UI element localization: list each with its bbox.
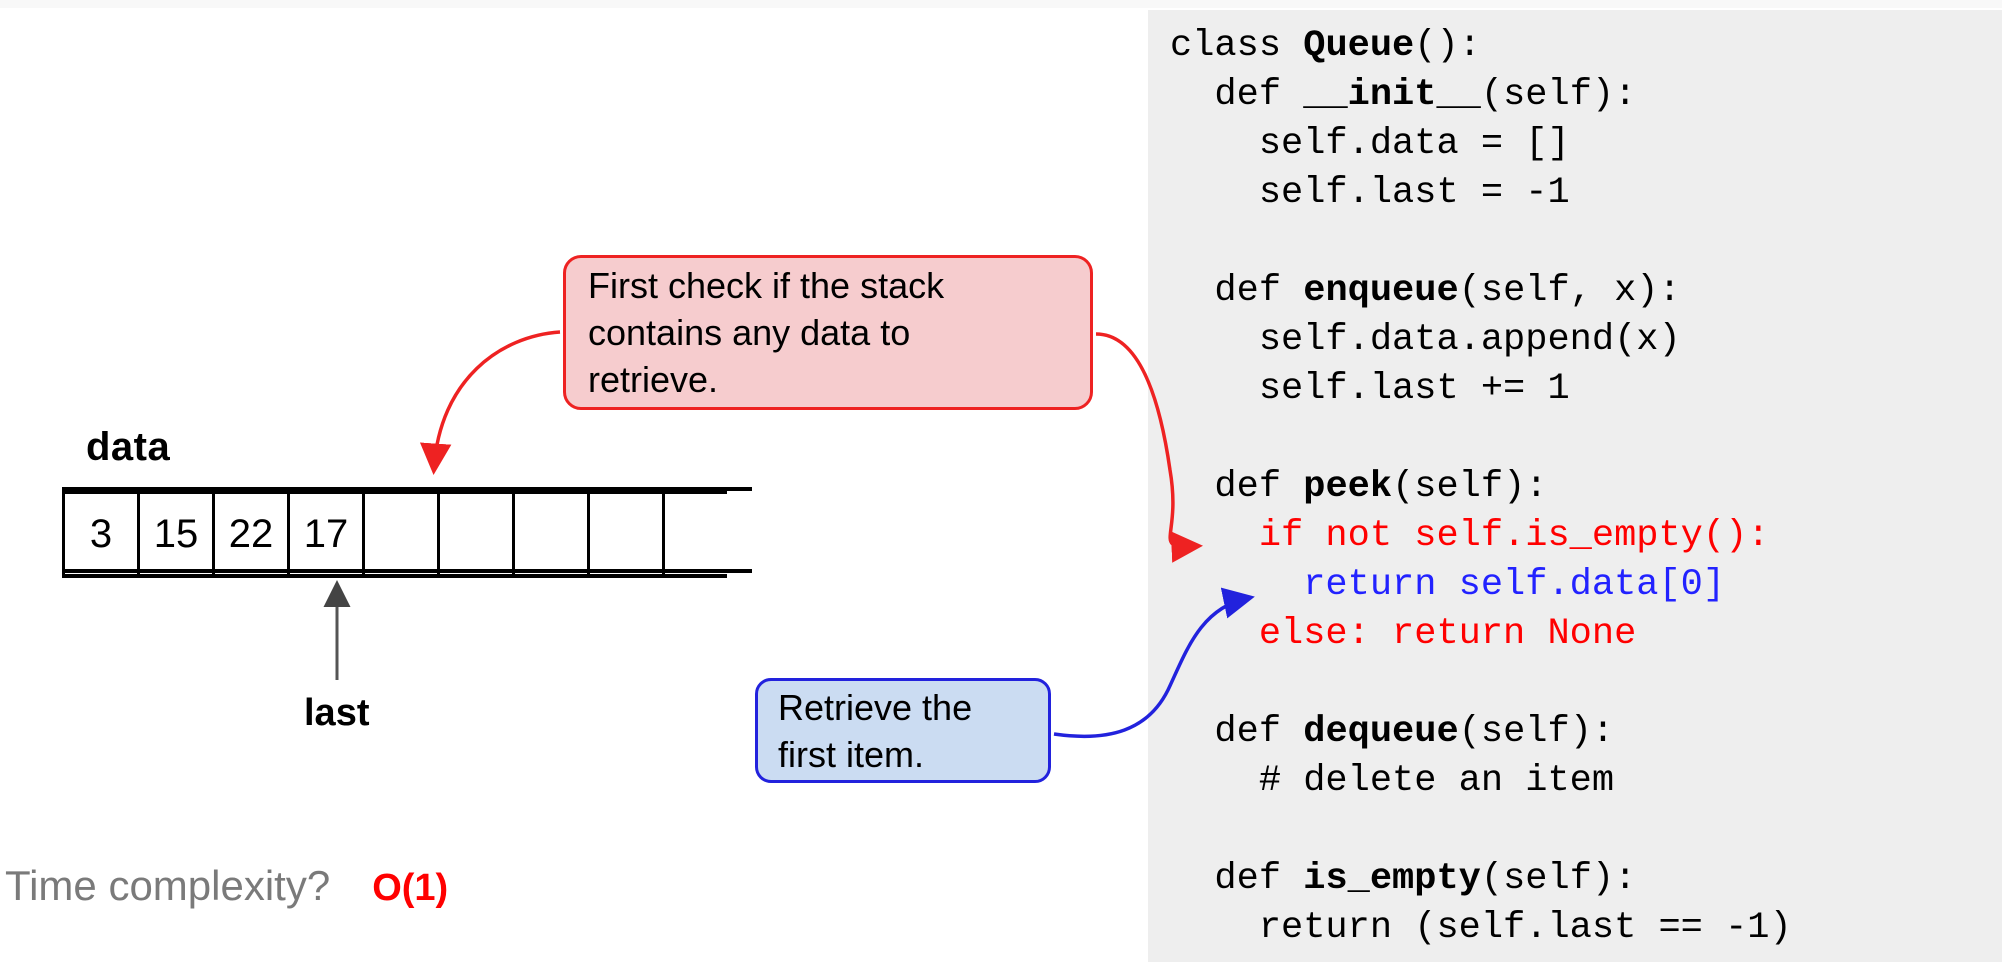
code-line — [1170, 806, 2002, 855]
code-token: (self, x): — [1458, 270, 1681, 312]
array-cell — [440, 494, 515, 574]
code-line: class Queue(): — [1170, 22, 2002, 71]
code-line — [1170, 659, 2002, 708]
code-line: def is_empty(self): — [1170, 855, 2002, 904]
code-token — [1170, 417, 1192, 459]
code-token: (self): — [1480, 74, 1637, 116]
code-line: def peek(self): — [1170, 463, 2002, 512]
arrow-pink-to-array — [419, 330, 561, 475]
callout-line: first item. — [778, 733, 925, 775]
code-token: (self): — [1458, 711, 1615, 753]
array-cell — [515, 494, 590, 574]
code-line: if not self.is_empty(): — [1170, 512, 2002, 561]
code-token: Queue — [1303, 25, 1415, 67]
callout-line: Retrieve the — [778, 686, 973, 728]
array-cell: 3 — [65, 494, 140, 574]
code-line — [1170, 414, 2002, 463]
code-token: return (self.last == -1) — [1170, 907, 1792, 949]
time-complexity-question: Time complexity? — [5, 862, 331, 909]
code-token: def — [1170, 858, 1304, 900]
code-token: if not self.is_empty(): — [1170, 515, 1770, 557]
callout-line: retrieve. — [588, 359, 719, 400]
array-top-rule — [62, 487, 752, 491]
array-cell: 15 — [140, 494, 215, 574]
code-token: peek — [1303, 466, 1393, 508]
code-line: return self.data[0] — [1170, 561, 2002, 610]
code-token: __init__ — [1303, 74, 1481, 116]
code-line: self.data.append(x) — [1170, 316, 2002, 365]
code-line: def dequeue(self): — [1170, 708, 2002, 757]
code-token: return self.data[0] — [1170, 564, 1726, 606]
last-pointer-label: last — [304, 692, 370, 734]
footer: Time complexity? O(1) — [5, 862, 448, 910]
array-name-label: data — [86, 425, 171, 469]
code-token — [1170, 809, 1192, 851]
code-token: self.data.append(x) — [1170, 319, 1681, 361]
code-listing: class Queue(): def __init__(self): self.… — [1170, 22, 2002, 953]
callout-retrieve-first: Retrieve the first item. — [755, 678, 1051, 783]
top-strip — [0, 0, 2002, 8]
code-token — [1170, 662, 1192, 704]
code-token: dequeue — [1303, 711, 1459, 753]
array-bottom-rule — [62, 569, 752, 573]
code-line: def __init__(self): — [1170, 71, 2002, 120]
code-token: def — [1170, 466, 1304, 508]
code-token: enqueue — [1303, 270, 1459, 312]
time-complexity-answer: O(1) — [372, 867, 449, 909]
code-token: self.data = [] — [1170, 123, 1570, 165]
code-line: else: return None — [1170, 610, 2002, 659]
array-cell — [590, 494, 665, 574]
code-token: def — [1170, 711, 1304, 753]
code-line: self.last += 1 — [1170, 365, 2002, 414]
code-token: else: return None — [1170, 613, 1637, 655]
code-line: def enqueue(self, x): — [1170, 267, 2002, 316]
code-line: # delete an item — [1170, 757, 2002, 806]
array-cell: 17 — [290, 494, 365, 574]
code-line: self.data = [] — [1170, 120, 2002, 169]
code-token — [1170, 221, 1192, 263]
code-token: self.last = -1 — [1170, 172, 1570, 214]
array-cell — [365, 494, 440, 574]
code-line — [1170, 218, 2002, 267]
code-line: self.last = -1 — [1170, 169, 2002, 218]
code-token: # delete an item — [1170, 760, 1615, 802]
array-cell: 22 — [215, 494, 290, 574]
code-token: (self): — [1392, 466, 1548, 508]
code-panel: class Queue(): def __init__(self): self.… — [1148, 10, 2002, 962]
code-token: (self): — [1480, 858, 1637, 900]
code-token: is_empty — [1303, 858, 1481, 900]
code-token: self.last += 1 — [1170, 368, 1570, 410]
code-token: class — [1170, 25, 1304, 67]
code-token: def — [1170, 74, 1304, 116]
code-token: def — [1170, 270, 1304, 312]
code-token: (): — [1414, 25, 1481, 67]
callout-check-empty: First check if the stack contains any da… — [563, 255, 1093, 410]
callout-line: contains any data to — [588, 312, 911, 353]
callout-line: First check if the stack — [588, 265, 945, 306]
array-cell — [665, 494, 727, 574]
code-line: return (self.last == -1) — [1170, 904, 2002, 953]
